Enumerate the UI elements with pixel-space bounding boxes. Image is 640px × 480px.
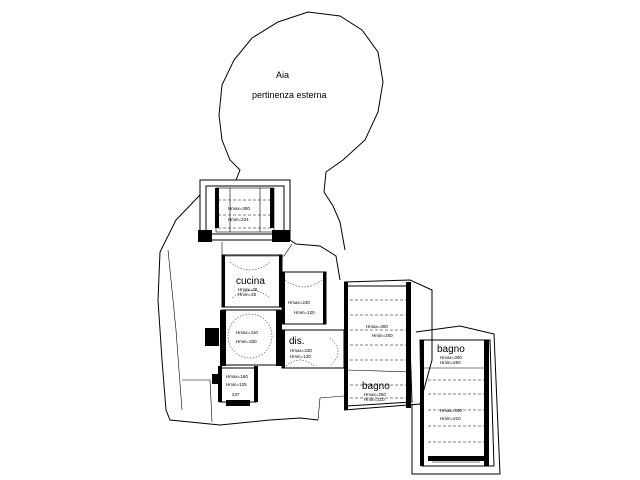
room-label-dis: dis.: [289, 336, 305, 347]
height-label: Hmin=120: [294, 310, 315, 315]
height-label: Hmax=410: [236, 330, 258, 335]
height-label: 237: [232, 392, 240, 397]
corridor-upper: [289, 239, 341, 281]
left-enclosure: [157, 194, 319, 426]
height-label: Hmax=300: [366, 324, 388, 329]
lower-room: [212, 366, 258, 406]
center-room: [205, 309, 282, 366]
height-label: Hmin=125: [226, 382, 247, 387]
height-label: Hmax=300: [440, 355, 462, 360]
courtyard-title: Aia: [276, 70, 289, 80]
height-label: Hmin=210: [440, 416, 461, 421]
height-label: Hmin=234: [228, 217, 249, 222]
height-label: Hmax=300: [440, 408, 462, 413]
courtyard-boundary: [218, 11, 384, 251]
dis-upper-room: [281, 271, 327, 325]
top-room: [198, 179, 291, 242]
right-wing: [411, 325, 501, 475]
height-label: Hmin=120: [290, 354, 311, 359]
height-label: Hmax=230: [288, 300, 310, 305]
height-label: Hmax=160: [226, 374, 248, 379]
height-label: Hmin=330: [236, 339, 257, 344]
middle-wing: [317, 279, 433, 421]
courtyard-subtitle: pertinenza esterna: [252, 90, 327, 100]
height-label: Hmin=250: [440, 360, 461, 365]
room-label-cucina: cucina: [236, 276, 265, 287]
room-label-bagno-right: bagno: [437, 344, 465, 355]
height-label: Hmin=250: [372, 333, 393, 338]
height-label: Hmin=25: [238, 292, 257, 297]
room-label-bagno-center: bagno: [362, 381, 390, 392]
height-label: Hmax=28: [238, 287, 258, 292]
height-label: Hmax=250: [364, 392, 386, 397]
height-label: Hmax=300: [228, 206, 250, 211]
height-label: Hmax=230: [290, 348, 312, 353]
height-label: Hmin=210: [364, 397, 385, 402]
